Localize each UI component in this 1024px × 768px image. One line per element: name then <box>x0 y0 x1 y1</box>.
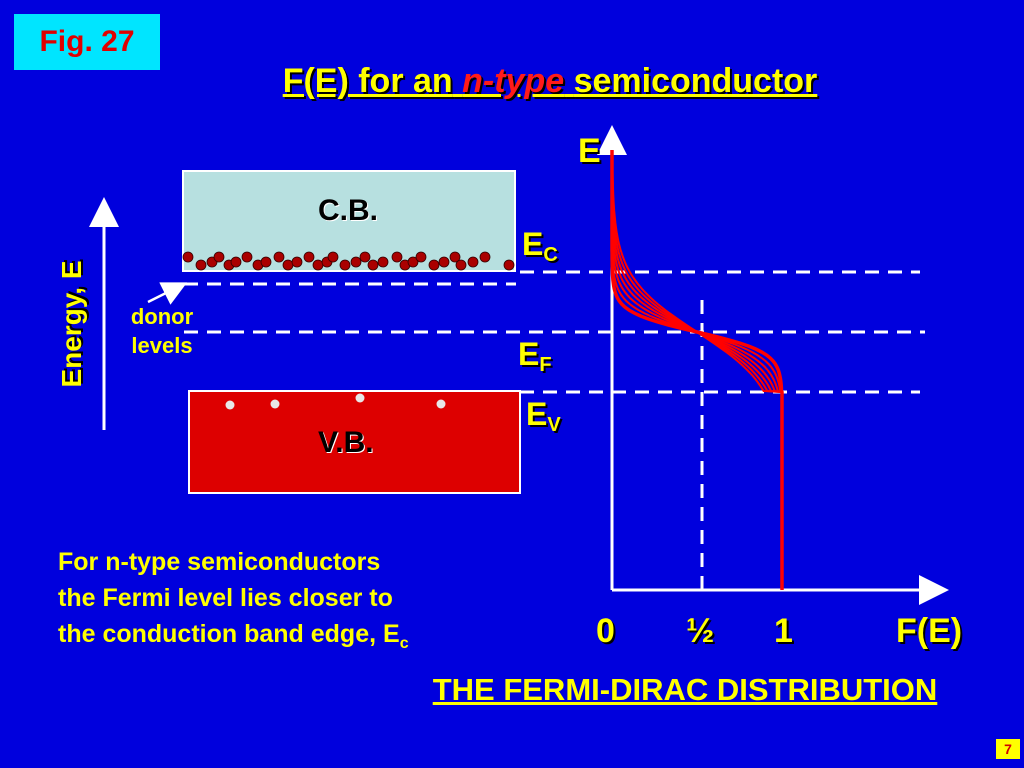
caption: For n-type semiconductors the Fermi leve… <box>58 544 578 662</box>
ec-main: E <box>522 226 544 262</box>
valence-band-label: V.B. <box>318 426 374 459</box>
fermi-dirac-curves <box>610 150 784 590</box>
conduction-band-label: C.B. <box>318 194 378 227</box>
fd-curve <box>611 150 783 590</box>
fd-curve <box>611 150 783 590</box>
caption-line1: For n-type semiconductors <box>58 548 381 576</box>
tick-one: 1 <box>774 612 793 650</box>
donor-levels-label: donor levels <box>112 302 212 360</box>
caption-line3-text: the conduction band edge, E <box>58 620 400 648</box>
distribution-subtitle: THE FERMI-DIRAC DISTRIBUTION <box>432 672 938 707</box>
graph-y-label: E <box>578 132 601 170</box>
page-number: 7 <box>996 739 1020 759</box>
figure-tag: Fig. 27 <box>14 14 160 70</box>
ev-label: EV <box>526 396 561 437</box>
donor-label-line1: donor <box>130 304 194 329</box>
ef-label: EF <box>518 336 552 377</box>
ef-main: E <box>518 336 540 372</box>
ef-sub: F <box>539 354 552 376</box>
tick-zero: 0 <box>596 612 615 650</box>
title-prefix: F(E) for an <box>282 62 453 100</box>
donor-label-line2: levels <box>131 333 193 358</box>
ec-sub: C <box>543 244 558 266</box>
caption-line3: the conduction band edge, Ec <box>58 616 578 662</box>
energy-axis-label: Energy, E <box>56 260 87 388</box>
title-accent: n-type <box>462 62 565 100</box>
slide-title: F(E) for an n-type semiconductor <box>180 62 920 101</box>
ev-sub: V <box>547 414 561 436</box>
title-suffix: semiconductor <box>573 62 818 100</box>
ec-label: EC <box>522 226 558 267</box>
ev-main: E <box>526 396 548 432</box>
valence-band <box>188 390 521 494</box>
graph-x-label: F(E) <box>896 612 963 650</box>
donor-pointer-arrow <box>147 282 188 305</box>
caption-line3-sub: c <box>399 635 409 652</box>
caption-line2: the Fermi level lies closer to <box>58 584 393 612</box>
tick-half: ½ <box>686 612 715 650</box>
